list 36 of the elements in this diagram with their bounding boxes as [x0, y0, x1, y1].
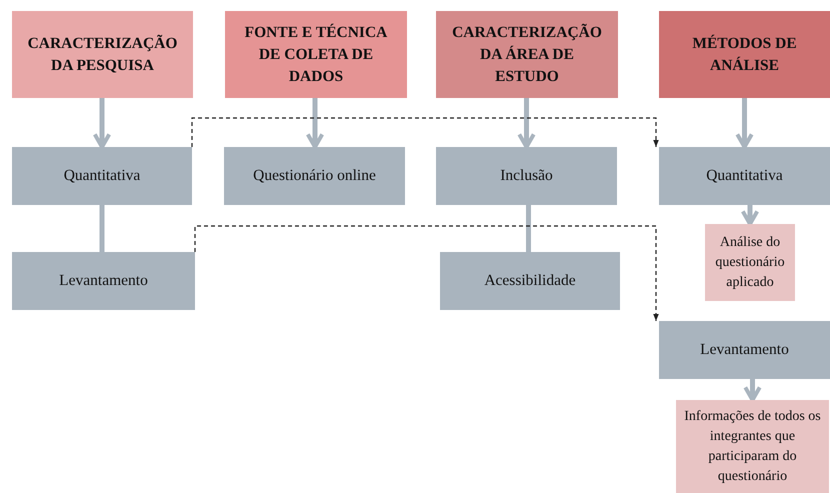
node-text: CARACTERIZAÇÃO DA ÁREA DE ESTUDO	[452, 22, 602, 86]
connector-line	[526, 205, 531, 252]
arrow	[743, 379, 762, 402]
category-box	[12, 11, 193, 98]
process-box	[12, 252, 195, 310]
process-box	[440, 252, 620, 310]
arrow	[306, 98, 324, 149]
node-text: Levantamento	[700, 341, 789, 359]
node-text: Levantamento	[59, 272, 148, 290]
node-text: Inclusão	[500, 167, 553, 185]
arrow	[517, 98, 536, 149]
node-text: Questionário online	[253, 167, 376, 185]
node-text: Informações de todos os integrantes que participaram do questionário	[684, 408, 821, 486]
arrow	[92, 98, 112, 149]
process-box	[659, 321, 830, 379]
arrow	[194, 225, 659, 321]
arrow	[735, 98, 754, 149]
connector-line	[100, 205, 104, 252]
node-text: Análise do questionário aplicado	[714, 234, 786, 292]
process-box	[659, 147, 830, 205]
node-text: Quantitativa	[706, 167, 783, 185]
category-box	[436, 11, 618, 98]
arrow	[191, 117, 659, 147]
node-text: MÉTODOS DE ANÁLISE	[691, 34, 798, 76]
process-box	[224, 147, 405, 205]
note-box	[705, 224, 795, 301]
arrow	[740, 205, 760, 226]
node-text: Acessibilidade	[484, 272, 576, 290]
node-text: CARACTERIZAÇÃO DA PESQUISA	[28, 34, 178, 76]
process-box	[436, 147, 617, 205]
process-box	[12, 147, 192, 205]
node-text: FONTE E TÉCNICA DE COLETA DE DADOS	[244, 22, 388, 86]
category-box	[225, 11, 407, 98]
note-box	[676, 400, 829, 493]
category-box	[659, 11, 830, 98]
node-text: Quantitativa	[64, 167, 140, 185]
